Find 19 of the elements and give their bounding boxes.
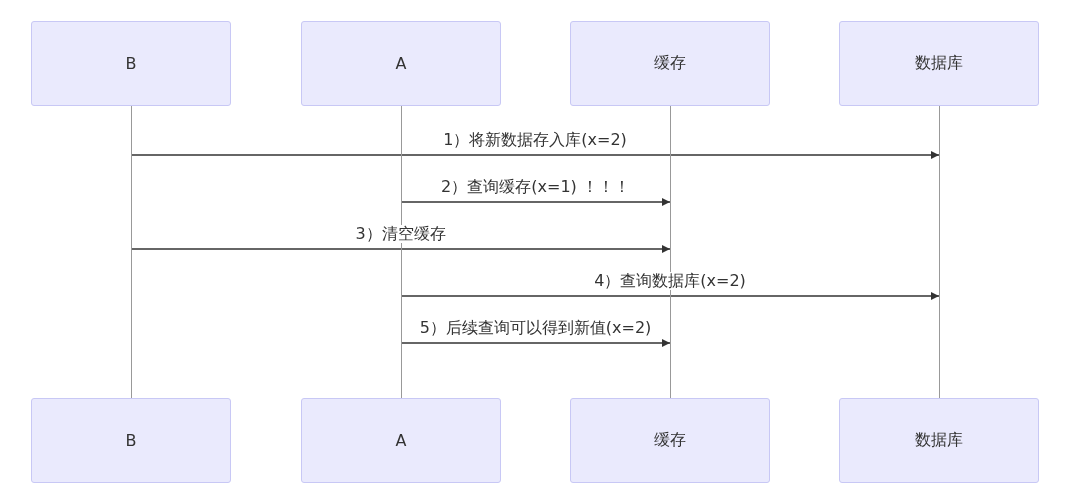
edge-label: 4）查询数据库(x=2) xyxy=(592,272,748,290)
participant-box: 缓存 xyxy=(570,398,770,483)
lifeline xyxy=(938,106,940,398)
message-arrow xyxy=(400,292,940,300)
message-arrow xyxy=(400,339,671,347)
participant-box: A xyxy=(301,21,501,106)
participant-box: A xyxy=(301,398,501,483)
lifeline xyxy=(400,106,402,398)
message-arrow xyxy=(130,245,671,253)
edge-label: 3）清空缓存 xyxy=(353,225,448,243)
participant-box: 缓存 xyxy=(570,21,770,106)
participant-box: 数据库 xyxy=(839,398,1039,483)
message-arrow xyxy=(400,198,671,206)
participant-box: 数据库 xyxy=(839,21,1039,106)
lifeline xyxy=(669,106,671,398)
message-arrow xyxy=(130,151,940,159)
participant-box: B xyxy=(31,21,231,106)
participant-box: B xyxy=(31,398,231,483)
lifeline xyxy=(130,106,132,398)
